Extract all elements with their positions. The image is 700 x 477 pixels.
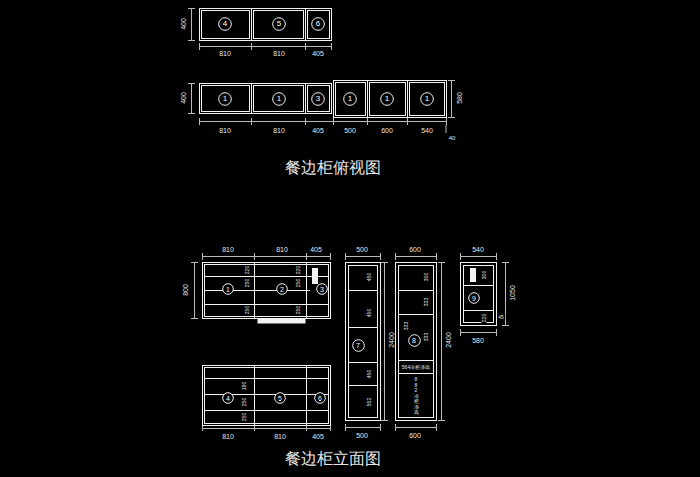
dimension-text: 250 xyxy=(296,278,301,288)
dimension-text: 600 xyxy=(408,246,422,253)
dimension-text: 45 xyxy=(497,315,505,320)
callout-number: 1 xyxy=(343,92,357,106)
dimension-text: 250 xyxy=(245,305,250,315)
callout-number: 3 xyxy=(311,92,325,106)
dimension-text: 300 xyxy=(482,270,487,280)
callout-circle: 3 xyxy=(316,283,328,295)
dimension-text: 540 xyxy=(471,246,485,253)
dimension-text: 800 xyxy=(182,283,189,297)
dimension-text: 810 xyxy=(273,433,287,440)
dimension-text: 405 xyxy=(311,50,325,57)
dimension-text: 2400 xyxy=(388,331,395,349)
callout-circle: 1 xyxy=(380,92,394,106)
dimension-text: 1050 xyxy=(509,284,516,302)
dimension-text: 810 xyxy=(218,127,232,134)
view-caption: 餐边柜立面图 xyxy=(284,451,382,467)
dimension-text: 500 xyxy=(355,432,369,439)
callout-number: 1 xyxy=(380,92,394,106)
callout-number: 8 xyxy=(408,334,421,347)
dimension-text: 450 xyxy=(367,308,372,318)
callout-number: 4 xyxy=(218,17,232,31)
dimension-text: 450 xyxy=(367,272,372,282)
callout-circle: 1 xyxy=(420,92,434,106)
dimension-text: 810 xyxy=(272,127,286,134)
callout-circle: 5 xyxy=(272,17,286,31)
dimension-text: 600 xyxy=(380,127,394,134)
callout-number: 3 xyxy=(316,283,328,295)
callout-circle: 2 xyxy=(276,283,288,295)
dimension-text: 580 xyxy=(471,337,485,344)
callout-circle: 1 xyxy=(218,92,232,106)
dimension-text: 810 xyxy=(218,50,232,57)
callout-number: 5 xyxy=(274,392,286,404)
callout-circle: 5 xyxy=(274,392,286,404)
callout-circle: 1 xyxy=(222,283,234,295)
dimension-text: 580 xyxy=(456,91,463,105)
dimension-text: 220 xyxy=(245,265,250,275)
callout-number: 9 xyxy=(468,292,480,304)
callout-number: 1 xyxy=(420,92,434,106)
dimension-text: 250 xyxy=(245,278,250,288)
dimension-text: 810 xyxy=(272,50,286,57)
dimension-text: 400 xyxy=(180,91,187,105)
dimension-text: 220 xyxy=(482,313,487,323)
dimension-text: 250 xyxy=(296,305,301,315)
dimension-text: 810 xyxy=(221,246,235,253)
callout-number: 1 xyxy=(222,283,234,295)
dimension-text: 180 xyxy=(242,381,247,391)
callout-circle: 9 xyxy=(468,292,480,304)
dimension-text: 882冷柜净高 xyxy=(414,377,419,416)
callout-circle: 4 xyxy=(222,392,234,404)
callout-circle: 4 xyxy=(218,17,232,31)
dimension-text: 810 xyxy=(221,433,235,440)
dimension-text: 400 xyxy=(180,17,187,31)
dimension-text: 333 xyxy=(404,321,409,331)
dimension-text: 552 xyxy=(367,397,372,407)
dimension-text: 405 xyxy=(311,127,325,134)
dimension-text: 600 xyxy=(408,432,422,439)
dimension-text: 405 xyxy=(311,433,325,440)
callout-number: 7 xyxy=(352,339,365,352)
callout-number: 4 xyxy=(222,392,234,404)
view-caption: 餐边柜俯视图 xyxy=(284,160,382,176)
callout-number: 1 xyxy=(272,92,286,106)
dimension-text: 333 xyxy=(424,297,429,307)
callout-circle: 6 xyxy=(311,17,325,31)
callout-number: 1 xyxy=(218,92,232,106)
dimension-text: 333 xyxy=(424,332,429,342)
callout-circle: 8 xyxy=(408,334,421,347)
dimension-text: 450 xyxy=(367,369,372,379)
dimension-text: 300 xyxy=(424,272,429,282)
dimension-text: 540 xyxy=(420,127,434,134)
dimension-text: 40 xyxy=(448,135,457,141)
dimension-text: 2400 xyxy=(445,331,452,349)
callout-number: 6 xyxy=(311,17,325,31)
callout-number: 5 xyxy=(272,17,286,31)
dimension-text: 500 xyxy=(355,246,369,253)
dimension-text: 250 xyxy=(242,412,247,422)
callout-circle: 1 xyxy=(343,92,357,106)
callout-circle: 1 xyxy=(272,92,286,106)
callout-circle: 3 xyxy=(311,92,325,106)
dimension-text: 405 xyxy=(309,246,323,253)
dimension-text: 810 xyxy=(275,246,289,253)
dimension-text: 564冷柜净高 xyxy=(401,365,431,370)
dimension-text: 500 xyxy=(343,127,357,134)
callout-number: 2 xyxy=(276,283,288,295)
callout-circle: 7 xyxy=(352,339,365,352)
dimension-text: 250 xyxy=(242,397,247,407)
callout-circle: 6 xyxy=(314,392,326,404)
dimension-text: 220 xyxy=(296,265,301,275)
callout-number: 6 xyxy=(314,392,326,404)
